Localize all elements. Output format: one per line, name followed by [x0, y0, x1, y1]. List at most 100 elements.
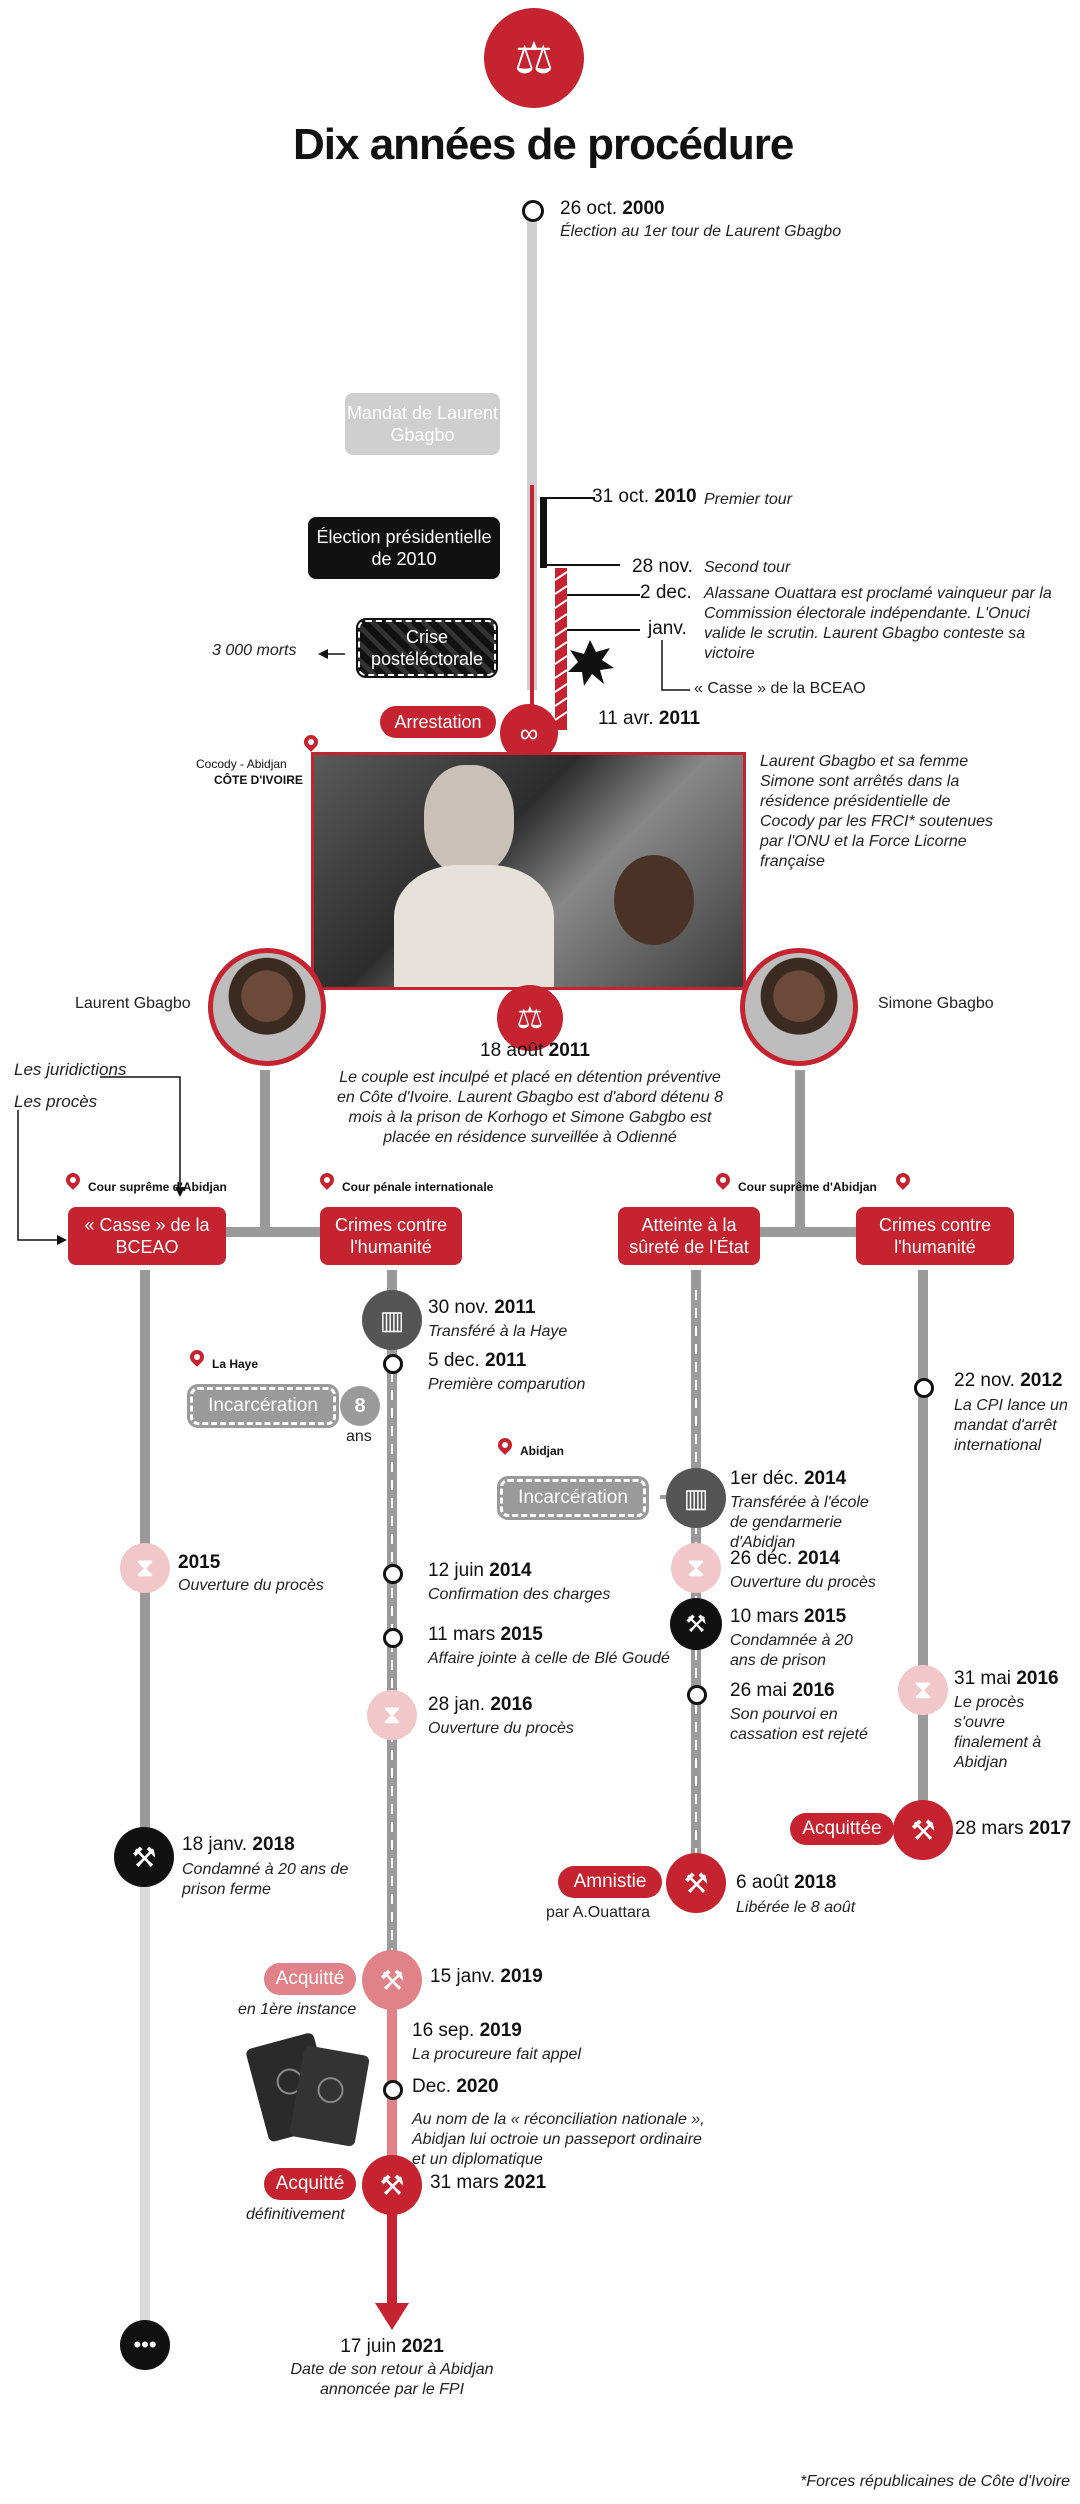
event-desc: La procureure fait appel — [412, 2046, 581, 2063]
case-crimes-simone: Crimes contre l'humanité — [856, 1207, 1014, 1265]
acquit-simone: Acquittée — [790, 1813, 894, 1845]
prison-icon: ▥ — [666, 1468, 726, 1528]
event-date: Dec. 2020 — [412, 2076, 499, 2097]
acquit-first: Acquitté — [264, 1963, 356, 1995]
case-bceao: « Casse » de la BCEAO — [68, 1207, 226, 1265]
arrest-desc: Laurent Gbagbo et sa femme Simone sont a… — [760, 753, 993, 870]
hourglass-icon: ⧗ — [120, 1543, 170, 1593]
event-date: 31 mars 2021 — [430, 2172, 547, 2193]
more-icon: ••• — [120, 2320, 170, 2370]
person-name: Simone Gbagbo — [878, 995, 994, 1012]
event-desc: Transféré à la Haye — [428, 1323, 568, 1340]
acquit-final-sub: définitivement — [246, 2206, 345, 2223]
event-date: 28 jan. 2016 — [428, 1694, 533, 1715]
event-desc: « Casse » de la BCEAO — [694, 680, 866, 697]
period-crise: Crise postéléctorale — [356, 618, 498, 678]
portrait-simone — [740, 948, 858, 1066]
event-desc: La CPI lance un mandat d'arrêt internati… — [954, 1397, 1068, 1454]
event-desc: Première comparution — [428, 1376, 586, 1393]
case-crimes-laurent: Crimes contre l'humanité — [320, 1207, 462, 1265]
event-date: janv. — [648, 618, 687, 639]
arrest-label: Arrestation — [380, 706, 496, 738]
incarceration-haye: Incarcération — [187, 1384, 339, 1428]
place-label: Abidjan — [520, 1444, 564, 1458]
deaths-label: 3 000 morts — [212, 642, 297, 659]
event-date: 31 mai 2016 — [954, 1668, 1059, 1689]
event-date: 6 août 2018 — [736, 1872, 837, 1893]
timeline-node — [914, 1378, 934, 1398]
event-desc: Condamné à 20 ans de prison ferme — [182, 1861, 349, 1898]
legend-juridictions: Les juridictions — [14, 1060, 127, 1079]
place-label: La Haye — [212, 1357, 259, 1371]
event-date: 2015 — [178, 1552, 221, 1573]
event-date: 11 avr. 2011 — [598, 708, 701, 729]
hourglass-icon: ⧗ — [367, 1690, 417, 1740]
event-date: 22 nov. 2012 — [954, 1370, 1063, 1391]
event-desc: Premier tour — [704, 491, 793, 508]
incarceration-abidjan: Incarcération — [497, 1476, 649, 1520]
location-label: Cocody - Abidjan — [196, 757, 287, 771]
event-desc: Affaire jointe à celle de Blé Goudé — [428, 1650, 670, 1667]
court-label: Cour suprême d'Abidjan — [738, 1180, 877, 1194]
incarceration-unit: ans — [346, 1428, 372, 1445]
event-date: 26 mai 2016 — [730, 1680, 835, 1701]
event-desc: Ouverture du procès — [730, 1574, 876, 1591]
court-label: Cour pénale internationale — [342, 1180, 494, 1194]
event-desc: Au nom de la « réconciliation nationale … — [412, 2111, 705, 2168]
gavel-icon: ⚒ — [893, 1800, 953, 1860]
gavel-icon: ⚒ — [670, 1598, 722, 1650]
prison-icon: ▥ — [362, 1290, 422, 1350]
event-date: 1er déc. 2014 — [730, 1468, 847, 1489]
legend-proces: Les procès — [14, 1092, 98, 1111]
gavel-icon: ⚒ — [114, 1827, 174, 1887]
case-surete: Atteinte à la sûreté de l'État — [618, 1207, 760, 1265]
scales-logo-icon: ⚖ — [484, 8, 584, 108]
event-date: 18 août 2011 — [480, 1040, 590, 1061]
event-date: 30 nov. 2011 — [428, 1297, 536, 1318]
incarceration-years: 8 — [340, 1386, 380, 1426]
event-desc: Le procès s'ouvre finalement à Abidjan — [954, 1694, 1042, 1771]
event-desc: Libérée le 8 août — [736, 1899, 856, 1916]
timeline-node — [687, 1685, 707, 1705]
portrait-laurent — [208, 948, 326, 1066]
timeline-node — [383, 1628, 403, 1648]
event-date: 11 mars 2015 — [428, 1624, 543, 1645]
event-date: 18 janv. 2018 — [182, 1834, 295, 1855]
gavel-icon: ⚒ — [362, 2155, 422, 2215]
event-date: 28 nov. — [632, 556, 693, 577]
event-date: 28 mars 2017 — [955, 1818, 1072, 1839]
court-label: Cour suprême d'Abidjan — [88, 1180, 227, 1194]
footnote: *Forces républicaines de Côte d'Ivoire — [800, 2473, 1070, 2490]
event-desc: Le couple est inculpé et placé en détent… — [337, 1069, 723, 1146]
event-date: 16 sep. 2019 — [412, 2020, 522, 2041]
amnistie-label: Amnistie — [558, 1866, 662, 1898]
event-desc: Ouverture du procès — [428, 1720, 574, 1737]
acquit-final: Acquitté — [264, 2168, 356, 2200]
acquit-first-sub: en 1ère instance — [238, 2001, 357, 2018]
event-desc: Transférée à l'école de gendarmerie d'Ab… — [730, 1494, 869, 1551]
timeline-node — [522, 200, 544, 222]
event-desc: Élection au 1er tour de Laurent Gbagbo — [560, 223, 842, 240]
event-date: 2 dec. — [640, 582, 692, 603]
event-desc: Alassane Ouattara est proclamé vainqueur… — [704, 585, 1052, 662]
event-date: 31 oct. 2010 — [592, 486, 697, 507]
amnistie-sub: par A.Ouattara — [546, 1904, 651, 1921]
event-desc: Son pourvoi en cassation est rejeté — [730, 1706, 868, 1743]
event-date: 26 déc. 2014 — [730, 1548, 840, 1569]
event-date: 26 oct. 2000 — [560, 198, 665, 219]
arrest-photo — [311, 752, 746, 990]
event-date: 10 mars 2015 — [730, 1606, 847, 1627]
page-title: Dix années de procédure — [293, 120, 794, 169]
event-desc: Second tour — [704, 559, 791, 576]
timeline-node — [383, 1564, 403, 1584]
scales-icon: ⚖ — [497, 985, 563, 1051]
event-date: 12 juin 2014 — [428, 1560, 532, 1581]
timeline-node — [383, 2080, 403, 2100]
location-country: CÔTE D'IVOIRE — [214, 773, 303, 787]
gavel-icon: ⚒ — [666, 1853, 726, 1913]
gavel-icon: ⚒ — [362, 1950, 422, 2010]
period-election: Élection présidentielle de 2010 — [308, 517, 500, 579]
person-name: Laurent Gbagbo — [75, 995, 191, 1012]
